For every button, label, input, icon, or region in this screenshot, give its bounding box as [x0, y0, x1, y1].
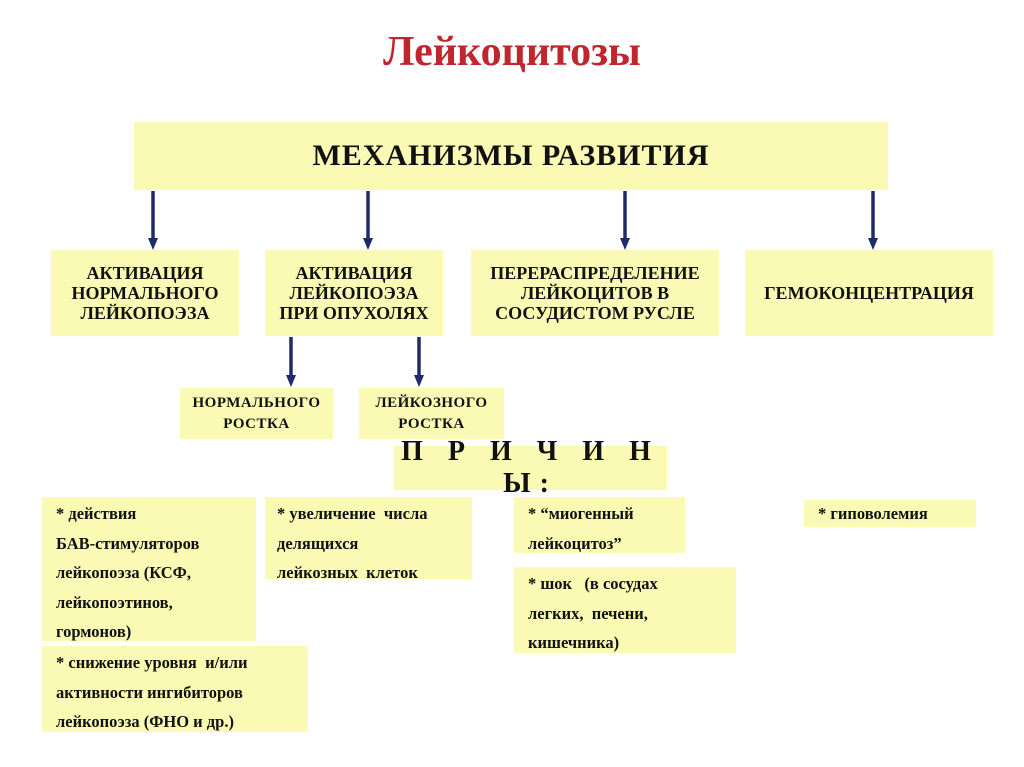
cause-line: * гиповолемия [818, 504, 928, 523]
mechanism-line: ЛЕЙКОЦИТОВ В [520, 283, 670, 303]
cause-line: * увеличение числа [277, 504, 428, 523]
cause-shock: * шок (в сосудах легких, печени, кишечни… [514, 567, 736, 653]
cause-line: лейкозных клеток [277, 563, 418, 582]
cause-line: лейкопоэза (КСФ, [56, 563, 191, 582]
mechanism-line: ЛЕЙКОПОЭЗА [289, 283, 419, 303]
mechanism-line: ПЕРЕРАСПРЕДЕЛЕНИЕ [490, 263, 700, 283]
mechanism-line: ЛЕЙКОПОЭЗА [80, 303, 210, 323]
cause-line: лейкопоэза (ФНО и др.) [56, 712, 234, 731]
mechanism-normal-leukopoiesis: АКТИВАЦИЯ НОРМАЛЬНОГО ЛЕЙКОПОЭЗА [51, 250, 239, 336]
cause-line: лейкоцитоз” [528, 533, 622, 553]
mechanism-line: НОРМАЛЬНОГО [71, 283, 219, 303]
sub-line: НОРМАЛЬНОГО [192, 394, 321, 411]
mechanism-hemoconcentration: ГЕМОКОНЦЕНТРАЦИЯ [745, 250, 993, 336]
cause-line: кишечника) [528, 633, 620, 652]
cause-line: лейкопоэтинов, [56, 592, 173, 612]
cause-line: * шок (в сосудах [528, 574, 658, 593]
sub-leukemic-lineage: ЛЕЙКОЗНОГО РОСТКА [359, 388, 504, 439]
cause-line: активности ингибиторов [56, 682, 243, 702]
page-title: Лейкоцитозы [383, 29, 641, 75]
cause-inhibitor-decrease: * снижение уровня и/или активности ингиб… [42, 646, 308, 732]
cause-line: * снижение уровня и/или [56, 653, 248, 672]
mechanism-line: ГЕМОКОНЦЕНТРАЦИЯ [764, 283, 974, 303]
mechanism-redistribution: ПЕРЕРАСПРЕДЕЛЕНИЕ ЛЕЙКОЦИТОВ В СОСУДИСТО… [471, 250, 719, 336]
sub-normal-lineage: НОРМАЛЬНОГО РОСТКА [180, 388, 333, 439]
cause-line: * “миогенный [528, 504, 634, 523]
sub-line: РОСТКА [223, 415, 290, 432]
mechanism-line: СОСУДИСТОМ РУСЛЕ [495, 303, 695, 323]
sub-line: ЛЕЙКОЗНОГО [375, 394, 488, 411]
cause-myogenic-leukocytosis: * “миогенный лейкоцитоз” [514, 497, 685, 553]
mechanism-line: АКТИВАЦИЯ [295, 263, 413, 283]
cause-bav-stimulators: * действия БАВ-стимуляторов лейкопоэза (… [42, 497, 256, 641]
mechanisms-header: МЕХАНИЗМЫ РАЗВИТИЯ [134, 122, 888, 190]
mechanism-tumor-leukopoiesis: АКТИВАЦИЯ ЛЕЙКОПОЭЗА ПРИ ОПУХОЛЯХ [265, 250, 443, 336]
mechanism-line: ПРИ ОПУХОЛЯХ [279, 303, 429, 323]
cause-line: БАВ-стимуляторов [56, 533, 200, 553]
cause-line: делящихся [277, 533, 359, 553]
cause-line: легких, печени, [528, 603, 648, 623]
cause-leukemic-cells: * увеличение числа делящихся лейкозных к… [265, 497, 472, 582]
mechanism-line: АКТИВАЦИЯ [86, 263, 204, 283]
sub-line: РОСТКА [398, 415, 465, 432]
cause-line: гормонов) [56, 622, 132, 641]
cause-hypovolemia: * гиповолемия [804, 500, 976, 527]
cause-line: * действия [56, 504, 137, 523]
